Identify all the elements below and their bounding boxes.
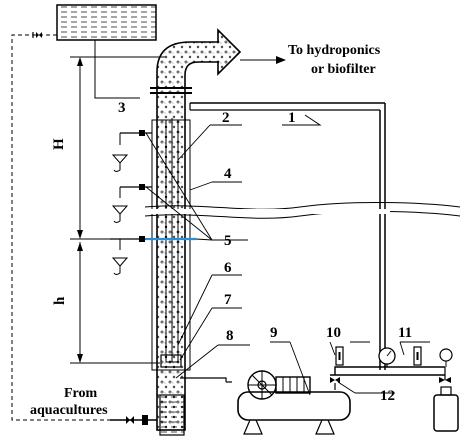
dashed-return-line — [11, 34, 110, 421]
air-compressor — [237, 370, 351, 435]
riser-column — [156, 87, 186, 436]
support-frame — [189, 102, 386, 370]
callout-8: 8 — [226, 328, 234, 344]
callout-2: 2 — [222, 110, 230, 126]
callout-12: 12 — [380, 388, 395, 404]
sampling-tap-upper — [111, 130, 152, 172]
head-tank — [56, 4, 157, 41]
callout-4: 4 — [224, 166, 232, 182]
dimension-lines — [70, 56, 165, 364]
label-5-leaders — [145, 132, 248, 241]
dimension-H-label: H — [51, 138, 67, 150]
callout-7: 7 — [224, 292, 232, 308]
outlet-label-line-2: or biofilter — [311, 62, 376, 77]
break-lines — [144, 201, 461, 219]
callout-11: 11 — [398, 325, 412, 341]
gas-cylinder — [433, 386, 459, 432]
pressure-gauge-icon — [378, 347, 396, 367]
rotameter-left — [335, 346, 344, 366]
callout-9: 9 — [270, 325, 278, 341]
callout-10: 10 — [326, 325, 341, 341]
sampling-tap-lower — [110, 236, 152, 275]
inlet-valve-icon — [110, 415, 157, 425]
rotameter-right — [413, 346, 422, 366]
inlet-label-line-1: From — [64, 386, 98, 401]
tank-valve-icon — [32, 32, 42, 38]
inlet-label-line-2: aquacultures — [30, 403, 108, 418]
leader-lines — [175, 114, 430, 396]
air-supply-line — [180, 366, 446, 390]
sampling-tap-middle — [111, 184, 152, 223]
outlet-elbow — [156, 28, 242, 89]
callout-5: 5 — [224, 233, 232, 249]
cylinder-valve-icon — [439, 348, 453, 383]
callout-3: 3 — [118, 100, 126, 116]
callout-1: 1 — [288, 110, 296, 126]
compressor-valve-icon — [330, 377, 340, 383]
callout-6: 6 — [224, 260, 232, 276]
dimension-h-label: h — [52, 296, 68, 305]
inlet-label: From aquacultures — [30, 386, 108, 418]
outlet-arrowhead — [276, 56, 286, 64]
outlet-label-line-1: To hydroponics — [288, 43, 381, 58]
outer-jacket — [151, 119, 191, 371]
outlet-label: To hydroponics or biofilter — [288, 43, 381, 77]
label-3-leader — [94, 40, 140, 99]
